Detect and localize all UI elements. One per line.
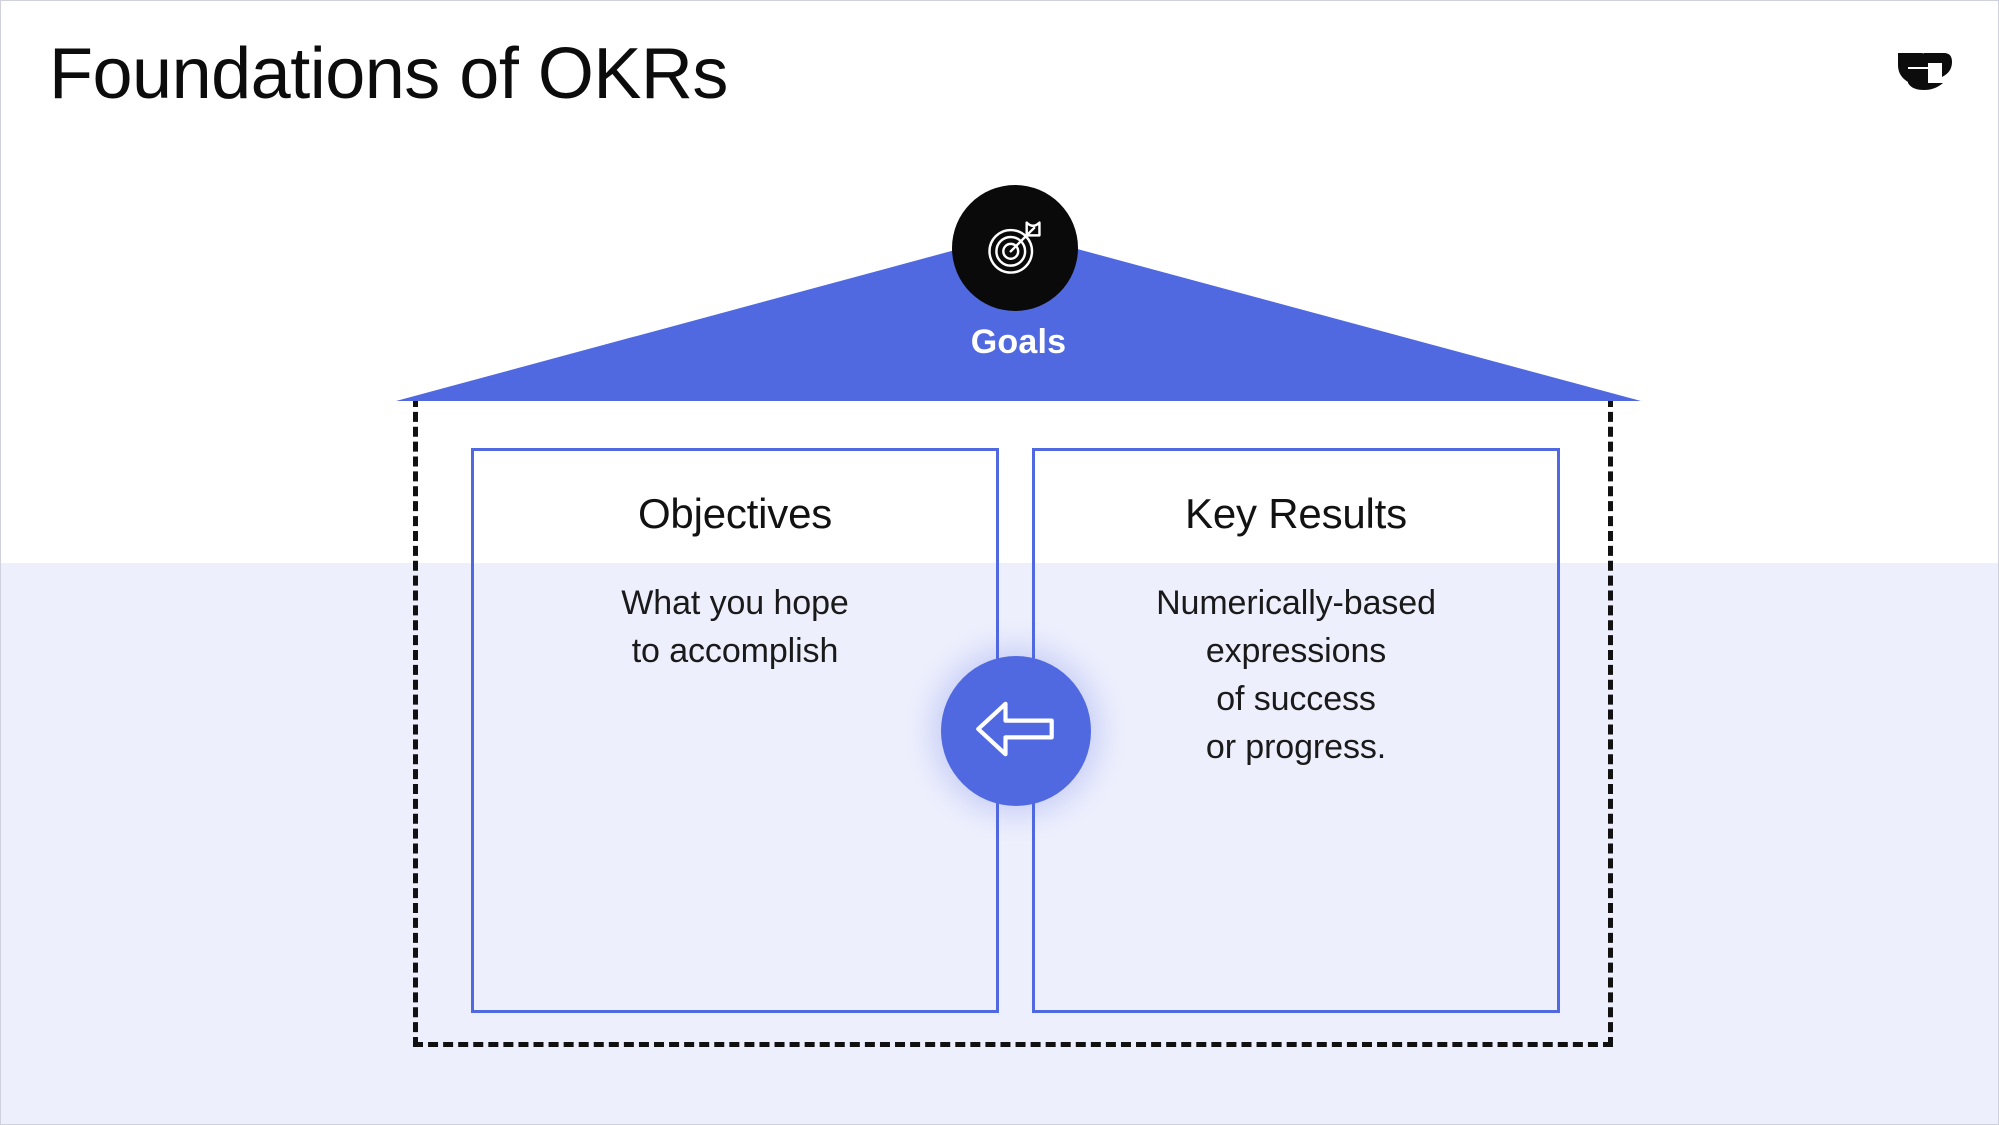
roof-triangle: Goals bbox=[396, 233, 1641, 408]
pillar-key-results: Key Results Numerically-based expression… bbox=[1032, 448, 1560, 1013]
goals-badge bbox=[952, 185, 1078, 311]
page-title: Foundations of OKRs bbox=[49, 34, 728, 114]
pillar-key-results-heading: Key Results bbox=[1185, 490, 1407, 537]
background-bottom-half bbox=[1, 563, 1998, 1124]
pillar-objectives-body: What you hope to accomplish bbox=[621, 584, 849, 670]
pillar-objectives: Objectives What you hope to accomplish bbox=[471, 448, 999, 1013]
arrow-left-icon bbox=[974, 697, 1058, 766]
pillar-key-results-body: Numerically-based expressions of success… bbox=[1156, 584, 1436, 766]
target-arrow-icon bbox=[981, 212, 1049, 285]
double-chevron-logo bbox=[1894, 43, 1954, 93]
pillar-objectives-heading: Objectives bbox=[637, 490, 833, 537]
roof-label-goals: Goals bbox=[970, 323, 1067, 361]
connector-arrow-knob bbox=[941, 656, 1091, 806]
